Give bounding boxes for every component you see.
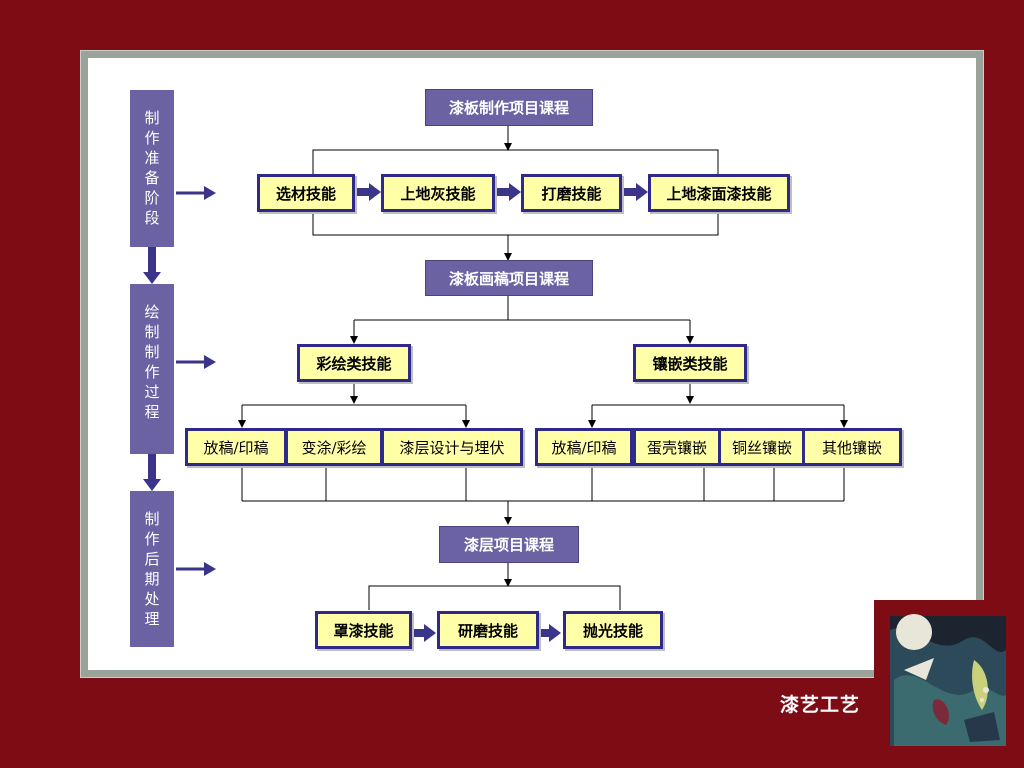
phase-preparation-label: 制作准备阶段 (144, 109, 160, 227)
skill-cover-lacquer: 罩漆技能 (315, 611, 412, 649)
skill-polishing: 打磨技能 (521, 174, 622, 212)
phase-post-label: 制作后期处理 (144, 510, 160, 628)
skill-ground-ash: 上地灰技能 (381, 174, 495, 212)
item-draft-print-right: 放稿/印稿 (535, 428, 633, 466)
group-inlay: 镶嵌类技能 (633, 344, 747, 382)
diagram-canvas (88, 58, 976, 670)
skill-ground-surface-lacquer: 上地漆面漆技能 (648, 174, 790, 212)
skill-grinding: 研磨技能 (437, 611, 539, 649)
skill-material-selection: 选材技能 (257, 174, 355, 212)
lacquer-art-image (874, 600, 1010, 750)
course-lacquer-layer: 漆层项目课程 (439, 526, 579, 563)
item-copper-wire-inlay: 铜丝镶嵌 (718, 428, 806, 466)
skill-buffing: 抛光技能 (563, 611, 663, 649)
item-variegated-painting: 变涂/彩绘 (285, 428, 383, 466)
phase-post: 制作后期处理 (130, 491, 174, 647)
item-eggshell-inlay: 蛋壳镶嵌 (633, 428, 721, 466)
phase-process-label: 绘制制作过程 (144, 303, 160, 421)
group-painting: 彩绘类技能 (297, 344, 411, 382)
item-other-inlay: 其他镶嵌 (802, 428, 902, 466)
course-draft: 漆板画稿项目课程 (425, 260, 593, 296)
phase-process: 绘制制作过程 (130, 284, 174, 454)
item-draft-print-left: 放稿/印稿 (185, 428, 287, 466)
course-panel-making: 漆板制作项目课程 (425, 89, 593, 126)
brand-title: 漆艺工艺 (780, 694, 861, 716)
phase-preparation: 制作准备阶段 (130, 90, 174, 247)
item-layer-design: 漆层设计与埋伏 (381, 428, 523, 466)
